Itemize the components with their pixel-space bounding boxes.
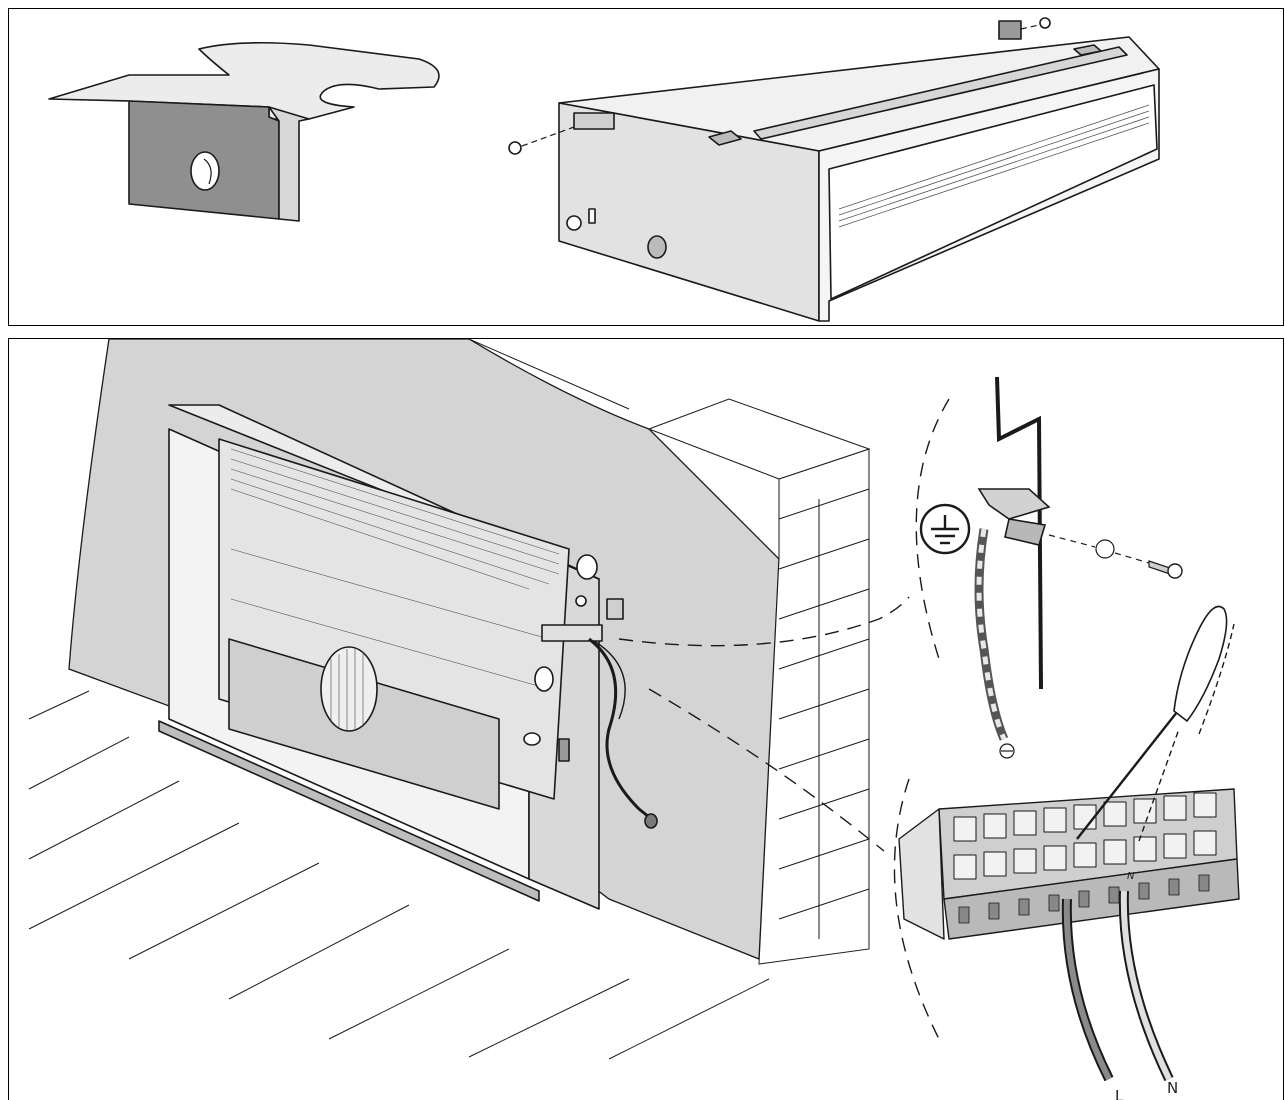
neutral-marking-on-block: N	[1127, 871, 1135, 882]
brick-wall-side	[468, 339, 871, 965]
fan-coil-housing-top-view	[508, 17, 1160, 322]
terminal-block-detail	[898, 605, 1240, 1082]
mounting-bracket-closeup	[48, 41, 440, 222]
bottom-illustration-panel: L N N	[8, 338, 1284, 1100]
bottom-illustration: L N N	[28, 339, 1240, 1100]
top-illustration	[48, 17, 1160, 322]
earth-ground-symbol-icon	[919, 503, 971, 555]
fan-coil-unit-installed	[158, 404, 658, 910]
washer-icon	[1095, 539, 1115, 559]
earth-ground-symbol-small-icon	[999, 743, 1015, 759]
screwdriver-icon	[1076, 605, 1235, 842]
grounding-detail	[919, 376, 1183, 759]
detail-callout-circles	[618, 398, 950, 1040]
floor-tiles	[28, 690, 770, 1060]
live-terminal-label: L	[1115, 1087, 1124, 1100]
screw-icon	[1148, 560, 1183, 579]
neutral-terminal-label: N	[1167, 1079, 1178, 1097]
top-illustration-panel	[8, 8, 1284, 326]
